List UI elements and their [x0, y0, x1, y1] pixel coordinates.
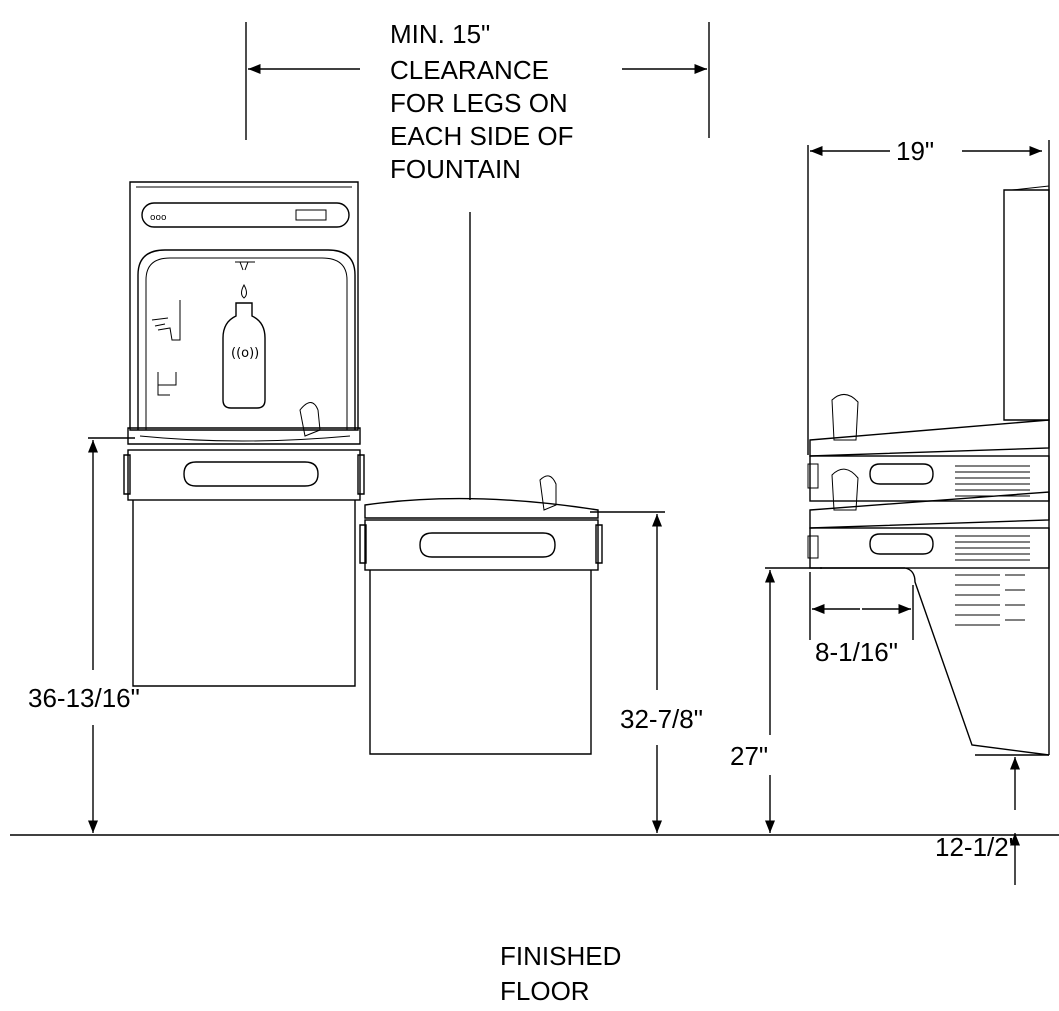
upper-height-dimension: [87, 437, 135, 833]
clearance-line-5: FOUNTAIN: [390, 154, 521, 184]
bottle-filler-unit: ooo ((o)): [123, 181, 365, 687]
clearance-line-1: MIN. 15": [390, 19, 490, 49]
side-view-unit: [807, 140, 1050, 756]
floor-label-line-2: FLOOR: [500, 976, 590, 1006]
lower-height-dimension: [590, 511, 665, 833]
svg-text:((o)): ((o)): [231, 346, 259, 361]
knee-height-label: 27": [730, 741, 768, 771]
clearance-line-4: EACH SIDE OF: [390, 121, 573, 151]
clearance-dimension: [245, 22, 710, 500]
upper-height-label: 36-13/16": [28, 683, 140, 713]
clearance-line-2: CLEARANCE: [390, 55, 549, 85]
svg-text:ooo: ooo: [150, 213, 167, 223]
depth-label: 19": [896, 136, 934, 166]
floor-label-line-1: FINISHED: [500, 941, 621, 971]
knee-depth-label: 8-1/16": [815, 637, 898, 667]
knee-height-dimension: [764, 567, 822, 833]
toe-height-label: 12-1/2": [935, 832, 1018, 862]
depth-dimension: [807, 145, 1042, 455]
clearance-line-3: FOR LEGS ON: [390, 88, 568, 118]
knee-depth-dimension: [809, 572, 914, 640]
lower-fountain-unit: [354, 475, 603, 755]
lower-height-label: 32-7/8": [620, 704, 703, 734]
